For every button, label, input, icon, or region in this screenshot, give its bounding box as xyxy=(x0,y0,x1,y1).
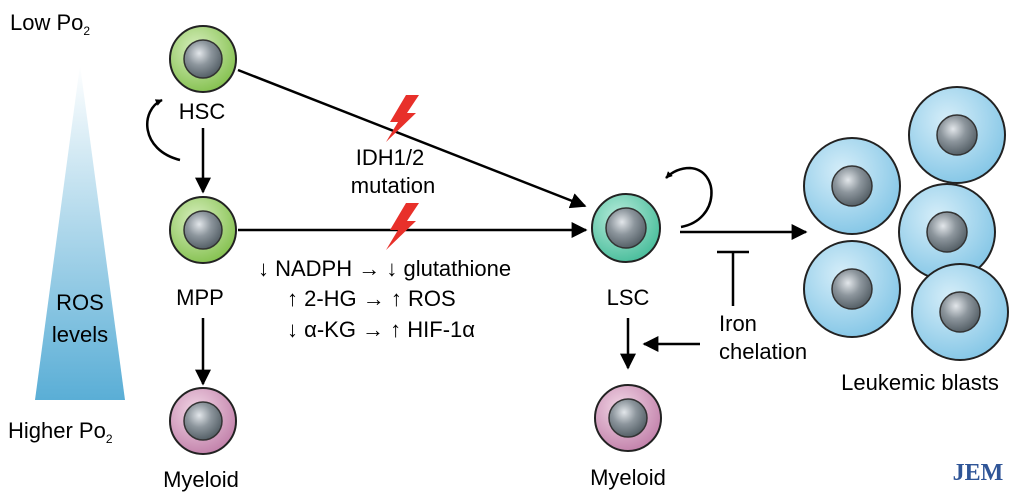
leukemic-blast-cell xyxy=(803,137,901,235)
leukemic-blast-cell xyxy=(908,86,1006,184)
ros-label: ROS xyxy=(56,290,104,315)
hsc-label: HSC xyxy=(179,99,226,124)
leukemic-blasts-label: Leukemic blasts xyxy=(841,370,999,395)
effect-line-akg: ↓ α-KG → ↑ HIF-1α xyxy=(287,317,475,342)
lightning-icon xyxy=(386,203,419,250)
myeloid-left-label: Myeloid xyxy=(163,467,239,492)
effect-line-2hg: ↑ 2-HG → ↑ ROS xyxy=(287,286,456,311)
effect-line-nadph: ↓ NADPH → ↓ glutathione xyxy=(258,256,511,281)
lsc-label: LSC xyxy=(607,285,650,310)
idh-mutation-label-line2: mutation xyxy=(351,173,435,198)
hsc-to-lsc-arrow xyxy=(237,68,587,209)
hsc-cell xyxy=(169,25,237,93)
higher-po2-label: Higher Po2 xyxy=(8,418,113,446)
iron-chelation-label: Iron xyxy=(719,311,757,336)
leukemic-blast-cell xyxy=(911,263,1009,361)
mpp-label: MPP xyxy=(176,285,224,310)
lsc-self-renewal-arrow xyxy=(665,166,713,229)
journal-logo: JEM xyxy=(953,460,1004,486)
leukemic-blast-cell xyxy=(803,240,901,338)
myeloid-left-cell xyxy=(169,387,237,455)
mpp-cell xyxy=(169,196,237,264)
ros-gradient-triangle xyxy=(35,65,125,400)
lsc-cell xyxy=(591,193,661,263)
iron-chelation-label-line2: chelation xyxy=(719,339,807,364)
lightning-icon xyxy=(386,95,419,142)
idh-mutation-label: IDH1/2 xyxy=(356,145,424,170)
myeloid-right-label: Myeloid xyxy=(590,465,666,490)
hsc-self-renewal-arrow xyxy=(146,98,181,162)
ros-levels-label: levels xyxy=(52,322,108,347)
low-po2-label: Low Po2 xyxy=(10,10,90,38)
myeloid-right-cell xyxy=(594,384,662,452)
leukemic-blast-cell xyxy=(898,183,996,281)
